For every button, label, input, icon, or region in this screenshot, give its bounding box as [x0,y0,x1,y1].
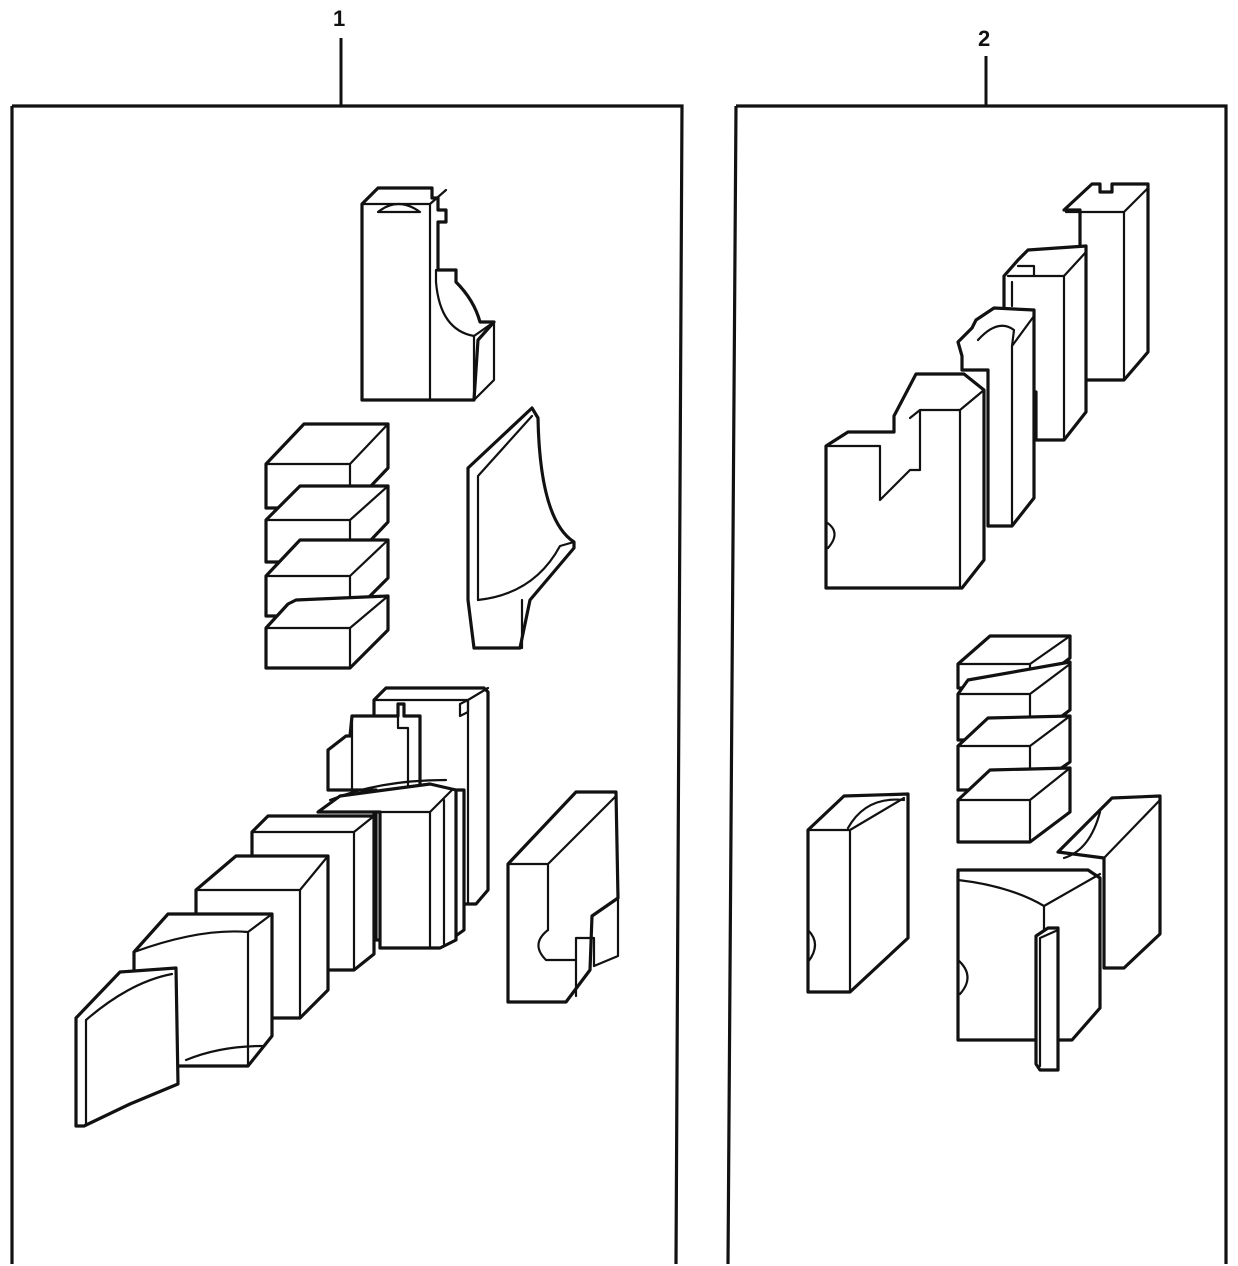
half-round-block [806,792,910,994]
plate-stack-right [956,634,1072,844]
die-block-tall-notched [360,186,496,402]
panel-1-frame [10,104,684,1265]
callout-number-2: 2 [978,26,991,51]
plate-stack-left [264,422,390,670]
l-shaped-slotted-block [824,372,986,590]
callout-number-1: 1 [333,6,346,31]
panel-2-frame [726,104,1228,1265]
curved-face-plate [74,966,180,1128]
tall-bar-3-hooked [956,306,1036,528]
corner-block-with-key [956,868,1102,1042]
slotted-side-block [506,790,620,1004]
curved-fin-piece [466,406,576,650]
curved-channel-piece [1056,794,1162,970]
key-insert-bar [1034,926,1060,1072]
nested-block-mid [316,782,458,950]
